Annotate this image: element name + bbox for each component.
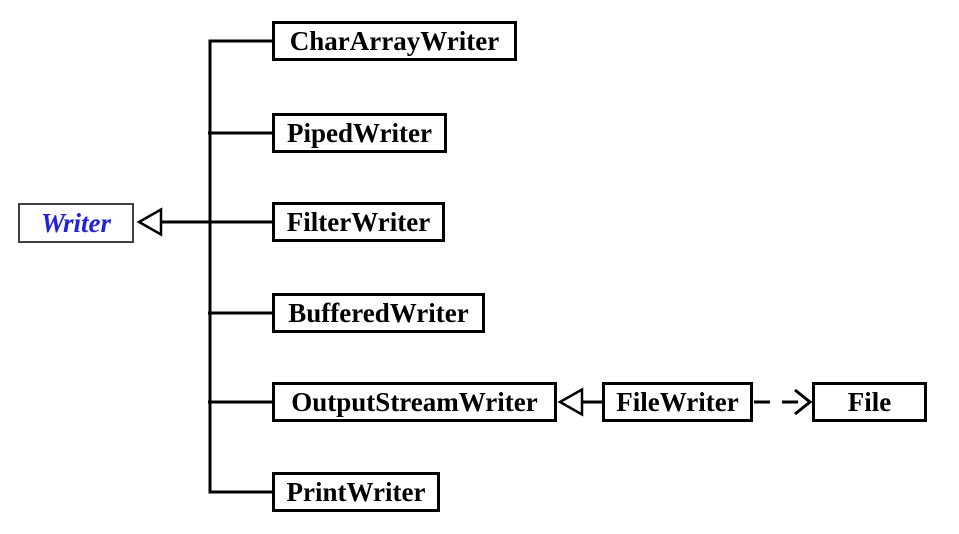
class-box-outputstreamwriter: OutputStreamWriter [272, 382, 557, 422]
class-label-file: File [847, 386, 892, 417]
class-label-bufferedwriter: BufferedWriter [288, 297, 469, 328]
class-label-filewriter: FileWriter [616, 386, 739, 417]
class-box-bufferedwriter: BufferedWriter [272, 293, 485, 333]
inheritance-arrowhead-outputstreamwriter-icon [557, 387, 584, 417]
class-label-filterwriter: FilterWriter [286, 206, 431, 237]
class-label-writer: Writer [40, 207, 111, 238]
class-label-printwriter: PrintWriter [286, 476, 426, 507]
class-box-file: File [812, 382, 927, 422]
class-label-outputstreamwriter: OutputStreamWriter [291, 386, 538, 417]
class-box-filewriter: FileWriter [602, 382, 753, 422]
class-label-chararraywriter: CharArrayWriter [289, 25, 500, 56]
class-box-printwriter: PrintWriter [272, 472, 440, 512]
dependency-arrowhead-icon [794, 388, 813, 416]
class-box-filterwriter: FilterWriter [272, 202, 445, 242]
class-box-pipedwriter: PipedWriter [272, 113, 447, 153]
class-box-chararraywriter: CharArrayWriter [272, 21, 517, 61]
spine-connector [208, 39, 272, 494]
inheritance-arrowhead-writer-icon [136, 207, 163, 237]
class-label-pipedwriter: PipedWriter [287, 117, 432, 148]
class-box-writer: Writer [18, 203, 134, 243]
